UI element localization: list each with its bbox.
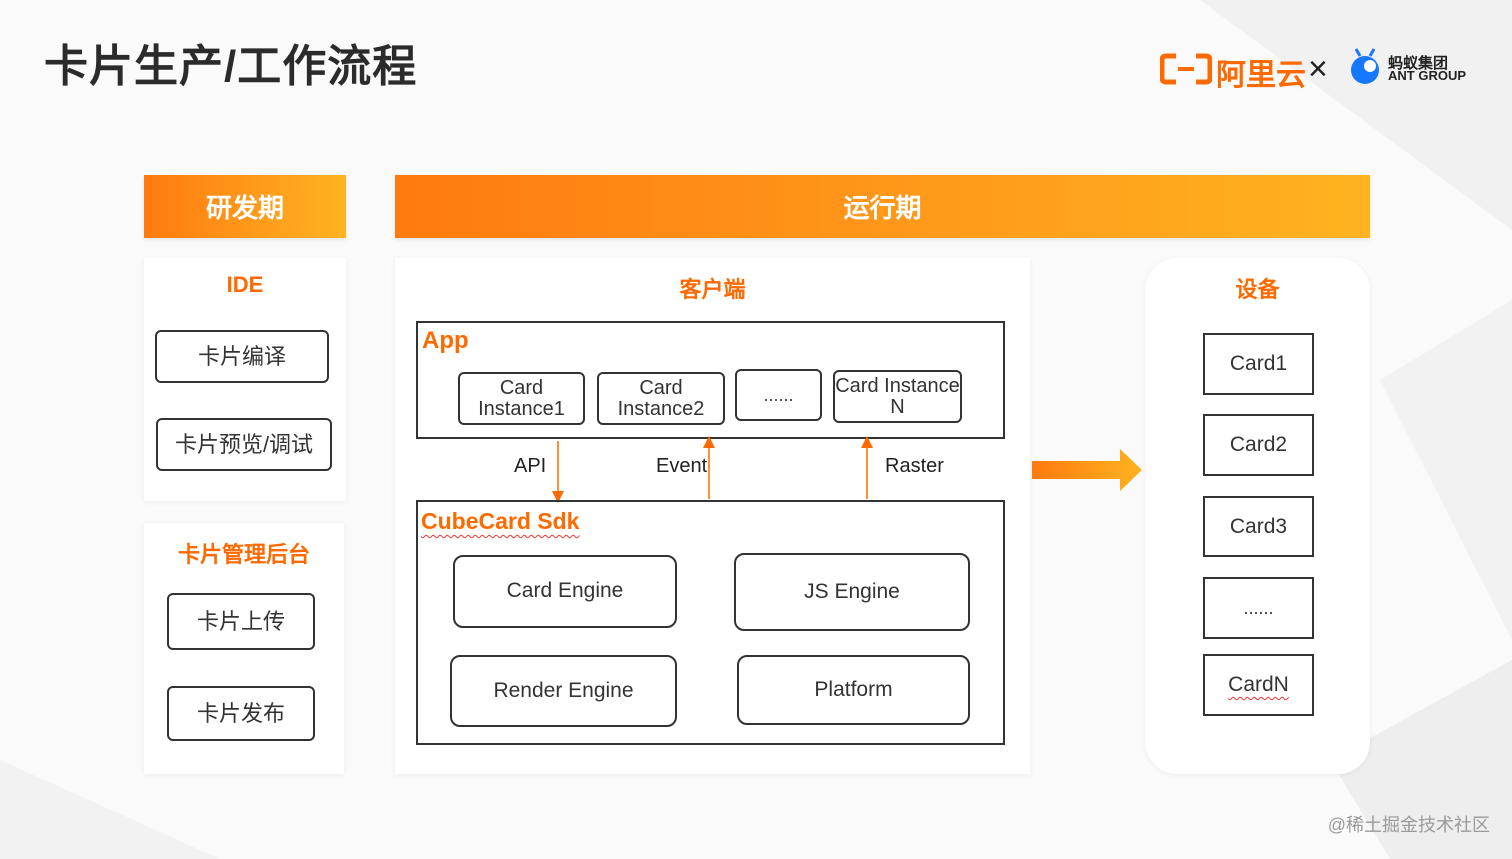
device-title: 设备 <box>1235 277 1280 302</box>
raster-label: Raster <box>885 455 944 477</box>
device-card-2: Card2 <box>1203 414 1314 476</box>
dev-phase-band: 研发期 <box>144 175 346 238</box>
card-instance-n: Card Instance N <box>833 370 962 423</box>
device-card-n-label: CardN <box>1228 673 1289 696</box>
runtime-phase-band: 运行期 <box>395 175 1370 238</box>
card-engine-box: Card Engine <box>453 555 677 628</box>
publish-card-box: 卡片发布 <box>167 686 315 741</box>
render-engine-box: Render Engine <box>450 655 677 727</box>
device-card-n: CardN <box>1203 654 1314 716</box>
admin-panel: 卡片管理后台 卡片上传 卡片发布 <box>144 523 344 774</box>
aliyun-logo-text: 阿里云 <box>1216 59 1306 92</box>
ide-title: IDE <box>226 272 264 297</box>
card-instance-ellipsis: ...... <box>735 369 822 421</box>
logo-times-sign: × <box>1308 50 1328 88</box>
sdk-frame: CubeCard Sdk <box>416 500 1005 745</box>
flow-arrow-icon <box>1032 449 1142 491</box>
event-label: Event <box>656 455 708 477</box>
logo-group: 阿里云 × 蚂蚁集团 ANT GROUP <box>1160 44 1480 100</box>
watermark: @稀土掘金技术社区 <box>1327 815 1490 835</box>
js-engine-box: JS Engine <box>734 553 970 631</box>
card-instance-2: Card Instance2 <box>597 372 725 425</box>
compile-card-box: 卡片编译 <box>155 330 329 383</box>
platform-box: Platform <box>737 655 970 725</box>
page-title: 卡片生产/工作流程 <box>44 42 418 91</box>
ant-logo-icon <box>1351 48 1379 84</box>
preview-debug-box: 卡片预览/调试 <box>156 418 332 471</box>
device-card-ellipsis: ...... <box>1203 577 1314 639</box>
client-title: 客户端 <box>679 277 746 302</box>
upload-card-box: 卡片上传 <box>167 593 315 650</box>
api-label: API <box>514 455 547 477</box>
ant-logo-en: ANT GROUP <box>1388 68 1466 83</box>
admin-title: 卡片管理后台 <box>177 542 310 567</box>
card-instance-1: Card Instance1 <box>458 372 585 425</box>
device-card-3: Card3 <box>1203 496 1314 557</box>
ide-panel: IDE 卡片编译 卡片预览/调试 <box>144 258 346 501</box>
app-label: App <box>422 327 469 354</box>
sdk-label: CubeCard Sdk <box>421 508 580 534</box>
aliyun-logo-icon <box>1160 53 1212 85</box>
ant-logo-cn: 蚂蚁集团 <box>1388 55 1449 72</box>
device-card-1: Card1 <box>1203 333 1314 395</box>
